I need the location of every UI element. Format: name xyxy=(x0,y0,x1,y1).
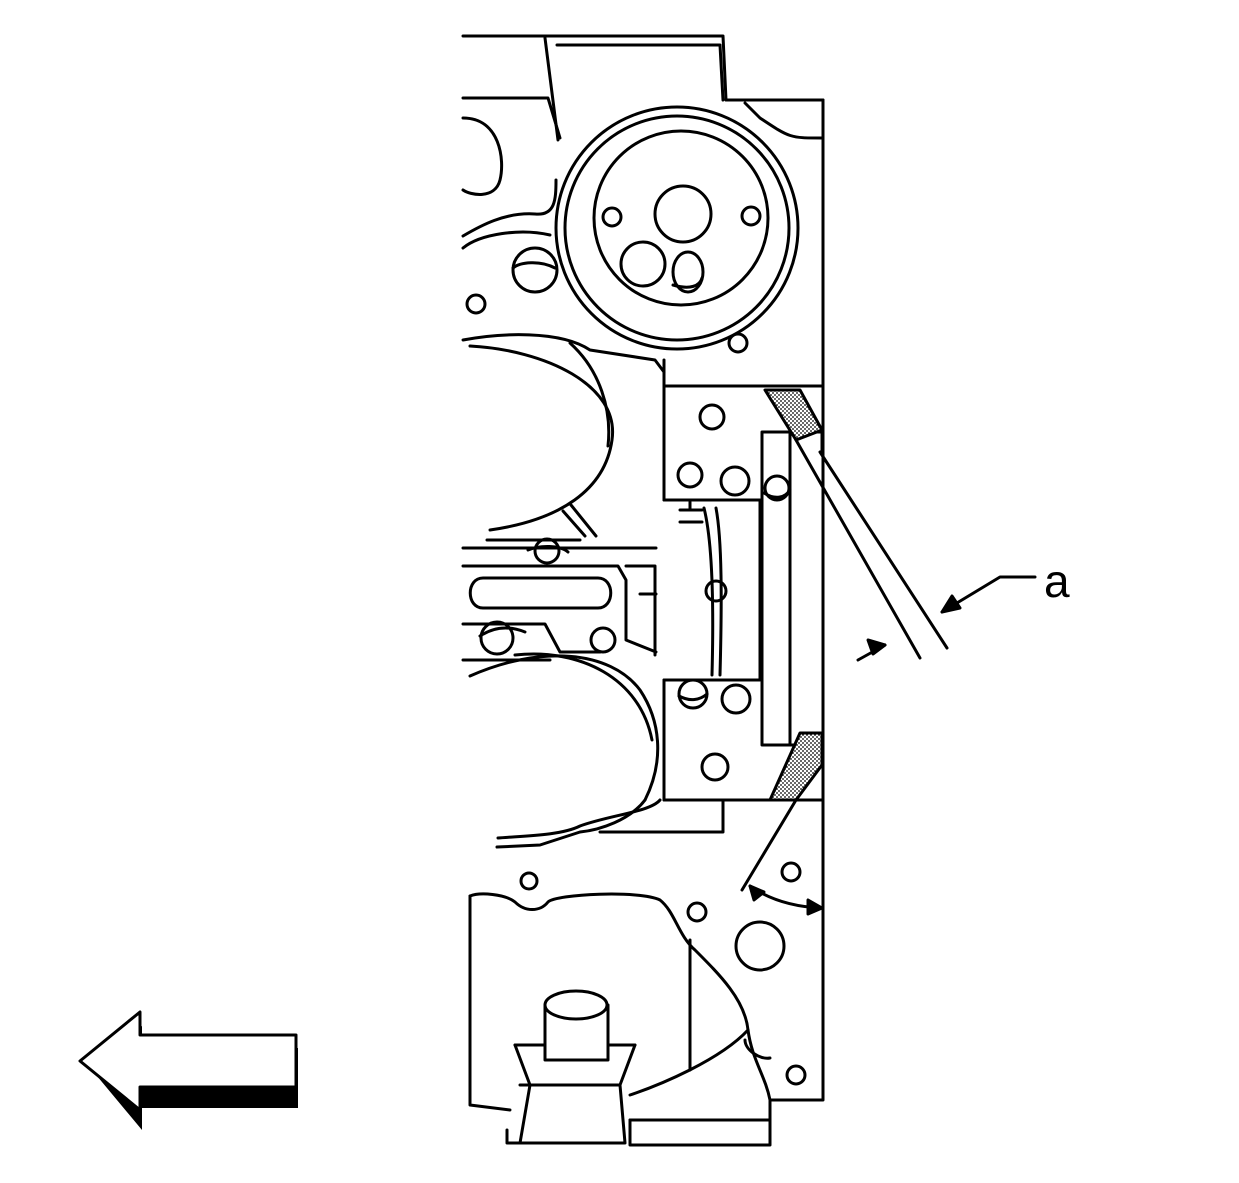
lower-plunger xyxy=(505,989,637,1145)
direction-arrow-left-icon xyxy=(78,1010,298,1130)
angle-arrow-icon xyxy=(740,798,824,916)
oil-gallery xyxy=(461,537,658,662)
lower-seal xyxy=(768,731,824,802)
dimension-lines xyxy=(794,428,949,660)
upper-housing xyxy=(461,34,825,1102)
callout-label-a: a xyxy=(1044,555,1070,607)
dimension-arrow-icon xyxy=(856,575,1037,662)
middle-housing xyxy=(461,333,824,550)
guide-rail xyxy=(760,430,824,747)
camshaft-sprocket xyxy=(554,105,800,351)
lower-bore xyxy=(468,652,824,849)
upper-bolts xyxy=(465,246,749,354)
center-cam-pocket xyxy=(662,403,762,782)
lower-housing xyxy=(468,861,807,1147)
